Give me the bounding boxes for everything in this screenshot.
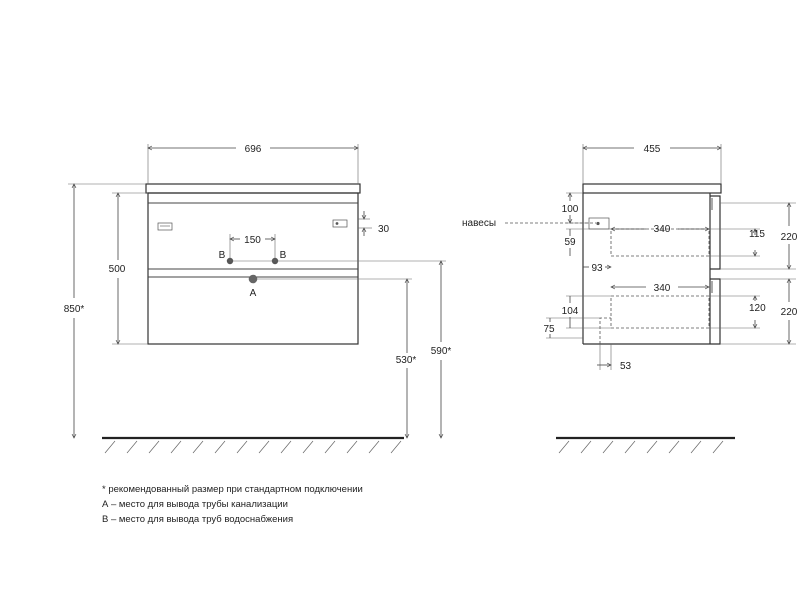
lower-drawer-box <box>610 295 710 329</box>
dim-lower-front-height: 220 <box>781 307 798 318</box>
dim-top-offset: 100 <box>562 204 579 215</box>
label-a: A <box>250 288 257 299</box>
dim-width-front: 696 <box>245 144 262 155</box>
dim-body-height: 500 <box>109 264 126 275</box>
floor-hatching-front <box>104 440 402 454</box>
side-view: навесы 455 100 340 59 93 <box>462 144 798 454</box>
dim-hinge-offset: 30 <box>378 224 390 235</box>
dim-gap-59: 59 <box>564 237 576 248</box>
notes-block: * рекомендованный размер при стандартном… <box>102 482 363 527</box>
countertop-side <box>582 183 722 194</box>
floor-hatching-side <box>558 440 724 454</box>
dim-inset-93: 93 <box>591 263 603 274</box>
dim-pipe-spacing: 150 <box>244 235 261 246</box>
dim-total-height: 850* <box>64 304 85 315</box>
dim-upper-front-height: 220 <box>781 232 798 243</box>
upper-drawer-front <box>710 195 721 270</box>
lower-drawer-front <box>710 278 721 345</box>
dim-offset-75: 75 <box>543 324 555 335</box>
dim-inlet-height: 590* <box>431 346 452 357</box>
note-line-3: В – место для вывода труб водоснабжения <box>102 514 294 525</box>
drain-notch <box>599 317 611 344</box>
front-view: 696 850* 500 150 30 B B A 590* <box>64 144 452 454</box>
dim-outlet-height: 530* <box>396 355 417 366</box>
label-b-right: B <box>280 250 287 261</box>
hinge-right-icon <box>332 219 348 228</box>
dim-lower-drawer-height: 120 <box>749 303 766 314</box>
label-hinges: навесы <box>462 218 496 229</box>
dim-offset-53: 53 <box>620 361 632 372</box>
dim-upper-drawer-height: 115 <box>749 229 765 240</box>
hinge-left-icon <box>157 222 173 231</box>
note-line-1: * рекомендованный размер при стандартном… <box>102 484 363 495</box>
dim-lower-drawer-depth: 340 <box>654 283 671 294</box>
cabinet-body-front <box>147 192 359 345</box>
countertop-front <box>145 183 361 194</box>
dim-depth: 455 <box>644 144 661 155</box>
upper-drawer-box <box>610 228 710 257</box>
dim-upper-drawer-depth: 340 <box>654 224 671 235</box>
dim-offset-104: 104 <box>562 306 579 317</box>
note-line-2: А – место для вывода трубы канализации <box>102 499 288 510</box>
label-b-left: B <box>219 250 226 261</box>
